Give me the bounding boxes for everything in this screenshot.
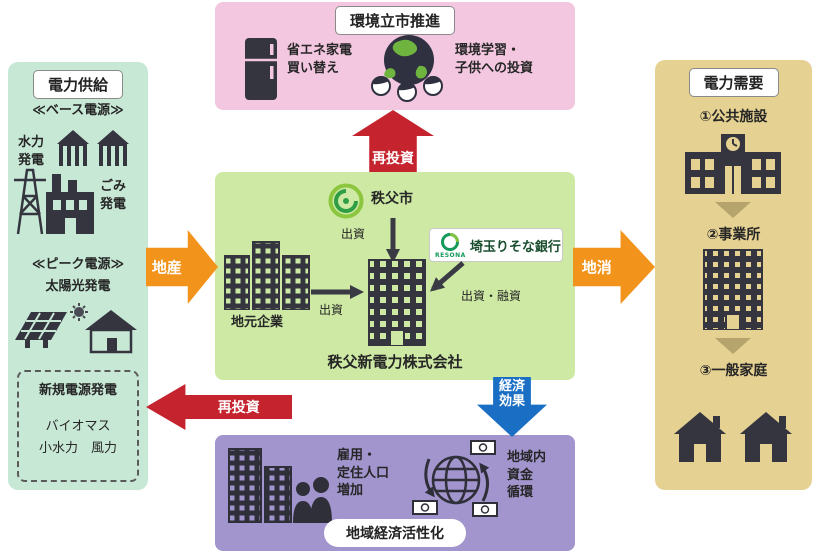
economic-effect-arrow: 経済 効果	[477, 377, 547, 437]
globe-children-icon	[371, 35, 443, 102]
down-chevron-icon	[715, 338, 751, 354]
homes-icon	[674, 412, 792, 462]
power-demand-title: 電力需要	[688, 68, 779, 97]
new-source-title: 新規電源発電	[38, 383, 117, 398]
school-building-icon	[685, 134, 781, 194]
office-building-icon	[703, 249, 763, 330]
power-supply-title: 電力供給	[32, 70, 124, 99]
reinvestment-left-label: 再投資	[217, 400, 260, 416]
transmission-tower-factory-icon	[14, 168, 94, 235]
buildings-people-icon	[228, 448, 332, 523]
regional-economy-title: 地域経済活性化	[324, 519, 466, 547]
local-consumption-label: 地消	[581, 258, 612, 277]
companies-label: 地元企業	[231, 315, 284, 330]
solar-label: 太陽光発電	[45, 279, 111, 294]
bank-invest-label: 出資・融資	[461, 289, 522, 303]
new-source-biomass: バイオマス	[45, 419, 111, 434]
local-companies-icon	[224, 241, 310, 310]
demand-item-household: ③一般家庭	[699, 363, 768, 379]
environment-title: 環境立市推進	[334, 6, 456, 35]
funds-circulation-label: 地域内 資金 循環	[507, 450, 547, 501]
companies-invest-label: 出資	[319, 303, 344, 317]
invest-arrow-icon	[311, 285, 364, 299]
invest-arrow-icon	[386, 218, 400, 263]
resona-bank-box: RESONA 埼玉りそな銀行	[429, 228, 563, 262]
education-label: 環境学習・ 子供への投資	[455, 43, 534, 76]
company-name-label: 秩父新電力株式会社	[327, 353, 463, 371]
local-production-arrow: 地産	[146, 230, 218, 304]
down-chevron-icon	[715, 202, 751, 218]
sun-icon	[70, 303, 88, 321]
waste-power-label: ごみ 発電	[100, 179, 127, 212]
demand-item-public: ①公共施設	[699, 109, 768, 125]
reinvestment-left-arrow: 再投資	[146, 384, 292, 430]
globe-money-icon	[412, 440, 498, 517]
bank-name-label: 埼玉りそな銀行	[469, 239, 561, 255]
resona-brand-label: RESONA	[435, 251, 466, 259]
economic-effect-label: 経済 効果	[498, 379, 525, 409]
regional-economy-panel: 雇用・ 定住人口 増加 地域内 資金 循環 地域経済活性化	[215, 435, 575, 551]
new-source-hydro-wind: 小水力 風力	[38, 441, 117, 456]
hq-building-icon	[368, 259, 426, 346]
environment-promotion-panel: 環境立市推進 省エネ家電 買い替え 環境学習・ 子供への投資	[215, 2, 575, 110]
resona-logo-icon: RESONA	[435, 232, 466, 259]
refrigerator-icon	[245, 38, 277, 100]
city-invest-label: 出資	[341, 227, 366, 241]
city-logo-icon	[328, 183, 364, 219]
new-power-sources-box: 新規電源発電 バイオマス 小水力 風力	[17, 370, 139, 482]
peak-power-heading: ≪ピーク電源≫	[31, 257, 125, 272]
employment-label: 雇用・ 定住人口 増加	[337, 448, 390, 499]
reinvestment-up-label: 再投資	[372, 151, 414, 167]
appliance-label: 省エネ家電 買い替え	[287, 43, 353, 76]
power-supply-panel: 電力供給 ≪ベース電源≫ 水力 発電	[8, 62, 148, 490]
demand-item-business: ②事業所	[706, 227, 761, 243]
base-power-heading: ≪ベース電源≫	[32, 103, 124, 118]
power-demand-panel: 電力需要 ①公共施設 ②事業所	[655, 60, 812, 490]
striped-houses-icon	[57, 130, 129, 166]
solar-panel-house-icon	[15, 303, 137, 354]
new-power-company-panel: 秩父市 出資 RESONA 埼玉りそな銀行 出資・融資	[215, 172, 575, 380]
local-production-label: 地産	[151, 258, 182, 277]
hydro-label: 水力 発電	[18, 135, 45, 168]
reinvestment-up-arrow: 再投資	[352, 110, 434, 172]
local-consumption-arrow: 地消	[573, 230, 655, 304]
invest-arrow-icon	[429, 261, 465, 292]
city-label: 秩父市	[371, 191, 413, 207]
